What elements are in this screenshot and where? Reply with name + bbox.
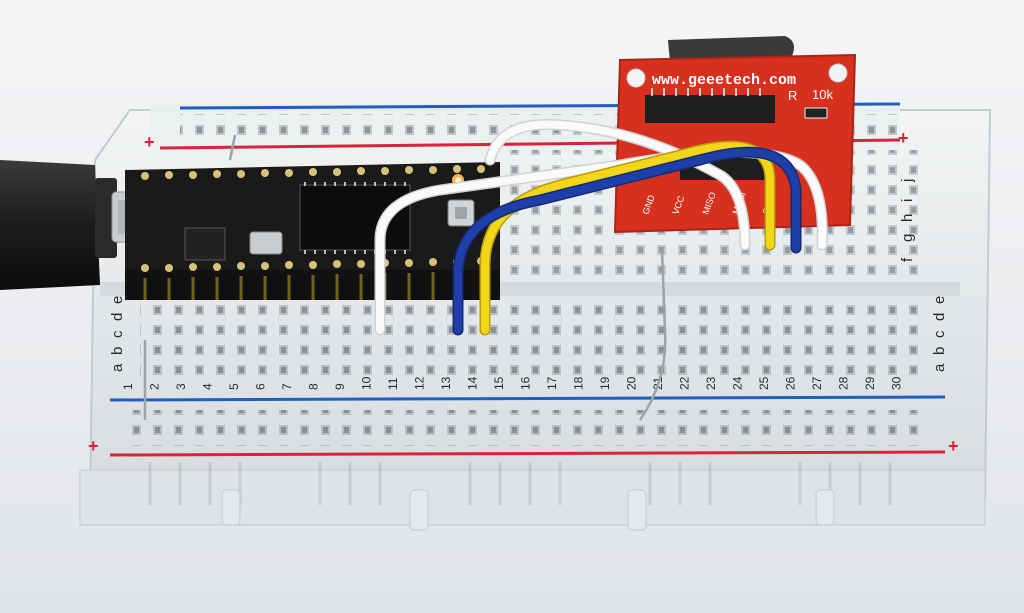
jumper-wires	[374, 118, 828, 336]
top-column-number: 9	[327, 156, 338, 162]
column-number: 11	[386, 377, 400, 390]
column-number: 14	[466, 376, 480, 390]
top-column-number: 2	[159, 160, 170, 166]
column-number: 6	[254, 383, 268, 390]
top-column-number: 1	[135, 160, 146, 166]
mounting-hole	[626, 68, 646, 88]
column-number: 2	[148, 383, 162, 390]
row-letter: e	[109, 296, 126, 304]
column-number: 15	[492, 376, 506, 390]
breadboard-foot	[815, 489, 835, 526]
rail-plus-symbol: +	[898, 128, 909, 148]
column-number: 25	[757, 376, 771, 390]
column-number: 18	[572, 376, 586, 390]
row-letters-right: ab c d e	[931, 296, 948, 372]
top-column-number: 30	[870, 153, 881, 165]
column-number: 1	[121, 383, 135, 390]
breadboard-foot	[221, 489, 241, 526]
column-number: 7	[280, 383, 294, 390]
top-column-number: 15	[870, 153, 881, 165]
rail-plus-symbol: +	[88, 436, 99, 456]
row-letters-left: ab c d e	[109, 296, 126, 372]
teensy-board	[125, 162, 500, 300]
top-column-number: 8	[303, 157, 314, 163]
row-letter: c	[109, 330, 126, 338]
column-number: 27	[810, 376, 824, 390]
row-letter: g	[899, 234, 916, 242]
column-number: 16	[519, 376, 533, 390]
top-column-number: 12	[399, 149, 410, 161]
column-number: 29	[863, 376, 877, 390]
column-number: 17	[545, 376, 559, 390]
top-column-number: 5	[231, 158, 242, 164]
breadboard	[79, 102, 992, 531]
top-column-number: 3	[183, 159, 194, 165]
resistor-label: R	[788, 88, 797, 103]
column-number: 22	[678, 376, 692, 390]
breadboard-foot	[409, 489, 429, 531]
row-letter: i	[899, 199, 916, 202]
microcontroller-chip	[299, 184, 411, 251]
top-column-number: 7	[279, 157, 290, 163]
sd-module-url: www.geeetech.com	[652, 72, 796, 89]
column-number: 4	[201, 383, 215, 390]
column-number: 20	[625, 376, 639, 390]
rail-plus-symbol: +	[948, 436, 959, 456]
bottom-rail-blue-line	[109, 395, 946, 402]
row-letter: f	[899, 257, 916, 262]
breadboard-foot	[627, 489, 647, 531]
top-column-number: 6	[255, 158, 266, 164]
small-chip	[184, 227, 226, 261]
top-column-number: 13	[423, 148, 434, 160]
column-number: 9	[333, 383, 347, 390]
column-number: 19	[598, 376, 612, 390]
row-letter: c	[931, 330, 948, 338]
mounting-hole	[828, 63, 848, 83]
row-letter: b	[931, 347, 948, 355]
column-number: 3	[174, 383, 188, 390]
row-letter: d	[931, 313, 948, 321]
column-number: 28	[837, 376, 851, 390]
row-letter: e	[931, 296, 948, 304]
top-column-number: 10	[351, 150, 362, 162]
column-number: 13	[439, 376, 453, 390]
row-letter: b	[109, 347, 126, 355]
column-number: 12	[413, 376, 427, 390]
top-column-number: 4	[207, 159, 218, 165]
row-letter: a	[931, 363, 948, 372]
component-leads	[143, 134, 667, 421]
column-number: 24	[731, 376, 745, 390]
row-letter: h	[899, 214, 916, 222]
column-number: 8	[307, 383, 321, 390]
level-shifter-chip	[645, 95, 775, 123]
crystal-oscillator	[249, 231, 283, 255]
resistor-value: 10k	[812, 87, 833, 102]
column-number: 5	[227, 383, 241, 390]
row-letter: a	[109, 363, 126, 372]
row-letter: j	[899, 179, 916, 183]
bottom-rail-red-line	[109, 450, 946, 457]
resistor	[804, 107, 828, 119]
column-number: 10	[360, 376, 374, 390]
column-number: 26	[784, 376, 798, 390]
top-column-number: 14	[447, 148, 458, 160]
row-letter: d	[109, 313, 126, 321]
row-letters-top-right: f g h i j	[899, 179, 916, 262]
rail-plus-symbol: +	[144, 132, 155, 152]
top-column-number: 11	[375, 150, 386, 161]
column-number: 30	[890, 376, 904, 390]
column-number: 23	[704, 376, 718, 390]
